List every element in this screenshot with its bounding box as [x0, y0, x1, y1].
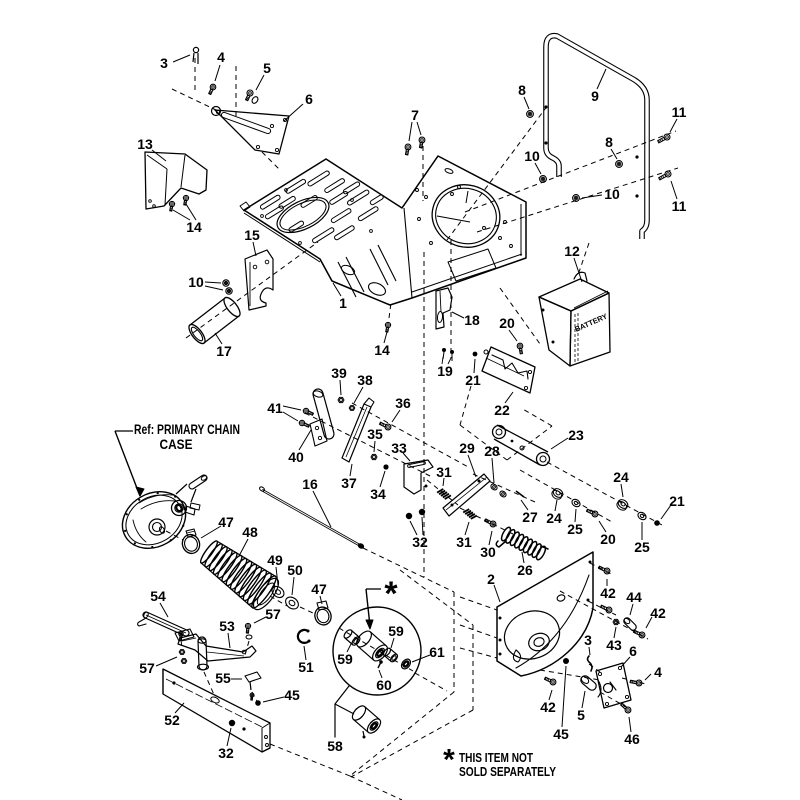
- svg-text:5: 5: [263, 60, 271, 76]
- svg-text:31: 31: [456, 534, 472, 550]
- svg-text:22: 22: [494, 402, 510, 418]
- svg-text:20: 20: [499, 315, 515, 331]
- svg-text:11: 11: [672, 104, 687, 120]
- svg-text:CASE: CASE: [160, 437, 193, 452]
- svg-text:10: 10: [188, 274, 204, 290]
- svg-text:3: 3: [584, 632, 592, 648]
- svg-text:41: 41: [267, 400, 283, 416]
- svg-text:8: 8: [518, 82, 526, 98]
- svg-text:45: 45: [553, 726, 569, 742]
- svg-text:55: 55: [215, 670, 231, 686]
- svg-text:57: 57: [265, 606, 281, 622]
- svg-text:27: 27: [522, 509, 538, 525]
- svg-text:29: 29: [459, 440, 475, 456]
- svg-text:48: 48: [242, 524, 258, 540]
- svg-text:49: 49: [267, 552, 283, 568]
- svg-text:21: 21: [465, 372, 481, 388]
- svg-text:12: 12: [564, 243, 580, 259]
- svg-text:47: 47: [218, 514, 234, 530]
- svg-text:*: *: [443, 744, 455, 777]
- svg-text:18: 18: [464, 312, 480, 328]
- svg-text:50: 50: [287, 562, 303, 578]
- svg-text:THIS ITEM NOT: THIS ITEM NOT: [459, 751, 533, 765]
- svg-text:Ref: PRIMARY CHAIN: Ref: PRIMARY CHAIN: [134, 422, 240, 437]
- svg-text:54: 54: [150, 588, 166, 604]
- svg-text:5: 5: [577, 707, 585, 723]
- svg-text:17: 17: [216, 343, 232, 359]
- svg-text:8: 8: [605, 134, 613, 150]
- svg-text:24: 24: [546, 510, 562, 526]
- svg-text:30: 30: [480, 544, 496, 560]
- svg-text:26: 26: [517, 562, 533, 578]
- svg-text:24: 24: [613, 469, 629, 485]
- svg-text:SOLD SEPARATELY: SOLD SEPARATELY: [459, 765, 557, 779]
- svg-text:31: 31: [436, 464, 452, 480]
- svg-text:43: 43: [606, 637, 622, 653]
- svg-text:36: 36: [395, 395, 411, 411]
- svg-text:42: 42: [650, 605, 666, 621]
- svg-text:45: 45: [284, 687, 300, 703]
- svg-text:16: 16: [302, 476, 318, 492]
- svg-text:32: 32: [412, 534, 428, 550]
- svg-text:6: 6: [629, 643, 637, 659]
- svg-text:37: 37: [341, 475, 357, 491]
- svg-text:60: 60: [376, 677, 392, 693]
- svg-text:3: 3: [160, 55, 168, 71]
- svg-text:59: 59: [388, 623, 404, 639]
- svg-text:33: 33: [391, 440, 407, 456]
- svg-text:57: 57: [139, 660, 155, 676]
- svg-text:38: 38: [357, 372, 373, 388]
- svg-text:20: 20: [600, 531, 616, 547]
- svg-text:34: 34: [370, 486, 386, 502]
- svg-text:2: 2: [487, 571, 495, 587]
- svg-text:58: 58: [327, 738, 343, 754]
- svg-text:4: 4: [217, 49, 225, 65]
- svg-text:25: 25: [567, 521, 583, 537]
- svg-text:10: 10: [604, 186, 620, 202]
- svg-text:6: 6: [305, 91, 313, 107]
- svg-text:47: 47: [311, 581, 327, 597]
- svg-text:44: 44: [626, 589, 642, 605]
- svg-text:13: 13: [137, 136, 153, 152]
- svg-text:10: 10: [524, 148, 540, 164]
- svg-text:51: 51: [298, 659, 314, 675]
- svg-text:9: 9: [591, 88, 599, 104]
- svg-text:39: 39: [331, 365, 347, 381]
- svg-text:46: 46: [624, 731, 640, 747]
- svg-text:61: 61: [429, 644, 445, 660]
- svg-text:32: 32: [218, 745, 234, 761]
- svg-text:40: 40: [288, 449, 304, 465]
- svg-text:42: 42: [540, 699, 556, 715]
- svg-text:14: 14: [186, 219, 202, 235]
- svg-text:11: 11: [672, 198, 687, 214]
- svg-text:15: 15: [244, 227, 260, 243]
- svg-text:23: 23: [568, 427, 584, 443]
- svg-text:14: 14: [374, 342, 390, 358]
- svg-text:21: 21: [669, 493, 685, 509]
- svg-text:42: 42: [600, 585, 616, 601]
- svg-text:7: 7: [411, 107, 419, 123]
- svg-text:*: *: [384, 575, 398, 613]
- svg-text:25: 25: [634, 539, 650, 555]
- svg-text:1: 1: [339, 295, 347, 311]
- svg-text:59: 59: [337, 651, 353, 667]
- svg-text:53: 53: [219, 618, 235, 634]
- svg-text:4: 4: [654, 664, 662, 680]
- svg-text:52: 52: [164, 712, 180, 728]
- svg-text:28: 28: [484, 443, 500, 459]
- svg-text:35: 35: [367, 426, 383, 442]
- svg-text:19: 19: [437, 363, 453, 379]
